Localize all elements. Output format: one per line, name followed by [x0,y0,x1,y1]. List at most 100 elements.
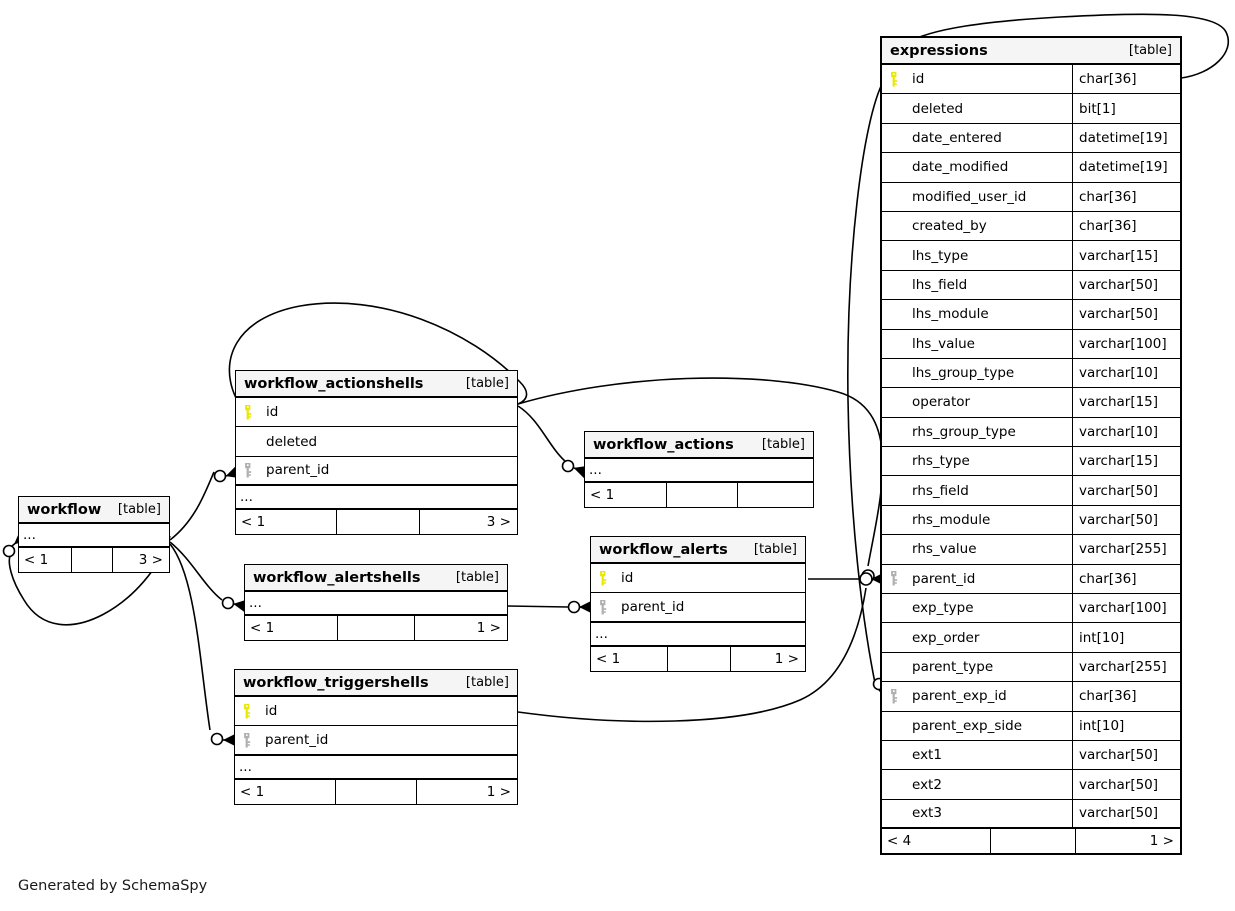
column-row[interactable]: date_entered datetime[19] [882,123,1180,154]
edge-alertshells-to-alerts [507,605,569,608]
table-workflow-alertshells[interactable]: workflow_alertshells [table] ... < 1 1 > [244,564,508,641]
column-name: lhs_type [912,247,969,264]
table-workflow[interactable]: workflow [table] ... < 1 3 > [18,496,170,573]
edge-workflow-to-alertshells [169,541,223,601]
column-type: varchar[100] [1072,594,1180,623]
column-name-cell: lhs_value [882,330,1072,358]
column-name: created_by [912,218,987,235]
edge-endpoint-triggershells-parent [210,732,224,746]
column-name-cell: date_modified [882,153,1072,181]
column-name-cell: parent_id [236,457,517,484]
column-type: int[10] [1072,623,1180,652]
footer-left: < 1 [241,514,266,531]
table-title: expressions [890,42,988,59]
column-row[interactable]: id [235,697,517,727]
column-row[interactable]: lhs_type varchar[15] [882,241,1180,271]
primary-key-icon [236,404,258,420]
column-name: id [621,570,634,587]
column-name-cell: ext1 [882,741,1072,769]
footer-right [738,483,813,507]
table-type-tag: [table] [1128,43,1172,58]
table-workflow-actions[interactable]: workflow_actions [table] ... < 1 [584,431,814,508]
column-name-cell: lhs_field [882,271,1072,299]
footer-right: 3 > [138,552,163,568]
column-name: parent_id [912,570,976,587]
column-row[interactable]: parent_id char[36] [882,564,1180,595]
column-name: ext2 [912,776,942,793]
column-name: rhs_module [912,512,991,529]
column-name-cell: lhs_group_type [882,359,1072,387]
column-name: rhs_group_type [912,423,1016,440]
column-name: rhs_value [912,541,977,558]
column-row[interactable]: parent_id [236,457,517,487]
edge-endpoint-expr-parent-a [861,569,875,583]
column-row[interactable]: rhs_module varchar[50] [882,505,1180,536]
column-row[interactable]: id [591,564,805,594]
table-title: workflow_actions [593,436,734,453]
edge-actionshells-to-actions [517,405,567,463]
column-name: parent_id [266,462,330,479]
column-type: varchar[50] [1072,505,1180,535]
primary-key-icon [882,71,904,87]
column-name: deleted [912,100,964,117]
column-row[interactable]: id [236,398,517,428]
column-name-cell: ext3 [882,800,1072,827]
column-type: datetime[19] [1072,123,1180,153]
column-type: char[36] [1072,564,1180,594]
column-name-cell: deleted [882,94,1072,122]
column-row[interactable]: deleted [236,427,517,457]
more-columns-indicator: ... [235,756,517,780]
footer-left: < 1 [590,487,615,503]
column-name: date_entered [912,129,1002,146]
foreign-key-icon [236,462,258,478]
column-name: deleted [266,433,318,450]
foreign-key-icon [591,599,613,615]
column-name-cell: rhs_group_type [882,418,1072,446]
table-body-workflow-actionshells: id deleted parent_id [236,398,517,487]
column-name: parent_id [621,599,685,616]
edge-workflow-to-actionshells [169,471,215,541]
table-title: workflow [27,501,102,518]
column-type: varchar[15] [1072,241,1180,270]
table-header-workflow-triggershells: workflow_triggershells [table] [235,670,517,697]
table-footer-workflow-actionshells: < 1 3 > [236,510,517,535]
column-type: varchar[50] [1072,270,1180,300]
table-type-tag: [table] [465,675,509,690]
column-name-cell: id [236,398,517,426]
column-row[interactable]: parent_id [235,726,517,756]
column-name-cell: rhs_module [882,506,1072,534]
table-type-tag: [table] [753,542,797,557]
column-name-cell: ext2 [882,770,1072,798]
edge-endpoint-actionshells-parent [213,469,227,483]
column-name-cell: exp_order [882,623,1072,651]
column-name-cell: parent_id [882,565,1072,593]
table-title: workflow_actionshells [244,375,424,392]
column-row[interactable]: parent_id [591,593,805,623]
